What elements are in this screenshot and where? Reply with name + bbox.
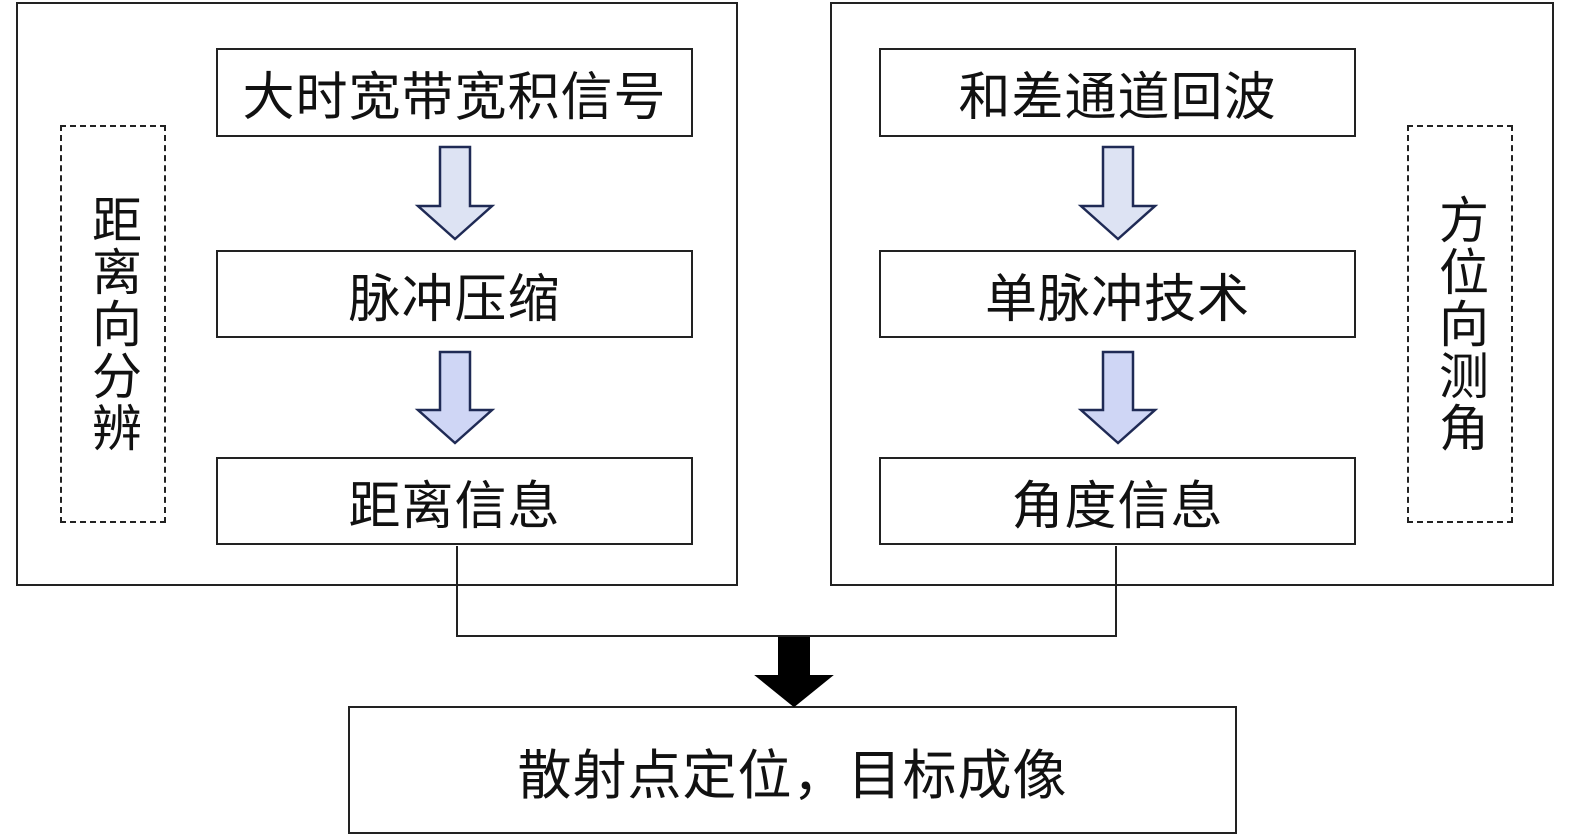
right-step-2-box: 单脉冲技术 [879, 250, 1356, 338]
right-arrow-1 [1077, 145, 1159, 241]
result-label: 散射点定位，目标成像 [517, 743, 1068, 807]
range-resolution-label-box: 距离向分辨 [60, 125, 166, 523]
left-arrow-1 [414, 145, 496, 241]
right-step-1-box: 和差通道回波 [879, 48, 1356, 137]
left-step-1-box: 大时宽带宽积信号 [216, 48, 693, 137]
left-step-2-box: 脉冲压缩 [216, 250, 693, 338]
left-step-3-label: 距离信息 [348, 476, 561, 537]
left-step-2-label: 脉冲压缩 [348, 269, 561, 330]
right-step-3-label: 角度信息 [1011, 476, 1224, 537]
azimuth-angle-label-box: 方位向测角 [1407, 125, 1513, 523]
merge-connector [456, 546, 1117, 637]
azimuth-angle-label: 方位向测角 [1431, 194, 1489, 454]
right-step-3-box: 角度信息 [879, 457, 1356, 545]
left-arrow-2 [414, 350, 496, 445]
right-step-2-label: 单脉冲技术 [984, 269, 1250, 330]
range-resolution-label: 距离向分辨 [84, 194, 142, 454]
output-arrow [754, 637, 834, 708]
result-box: 散射点定位，目标成像 [348, 706, 1237, 834]
left-step-3-box: 距离信息 [216, 457, 693, 545]
right-step-1-label: 和差通道回波 [958, 68, 1277, 128]
right-arrow-2 [1077, 350, 1159, 445]
left-step-1-label: 大时宽带宽积信号 [242, 68, 667, 128]
